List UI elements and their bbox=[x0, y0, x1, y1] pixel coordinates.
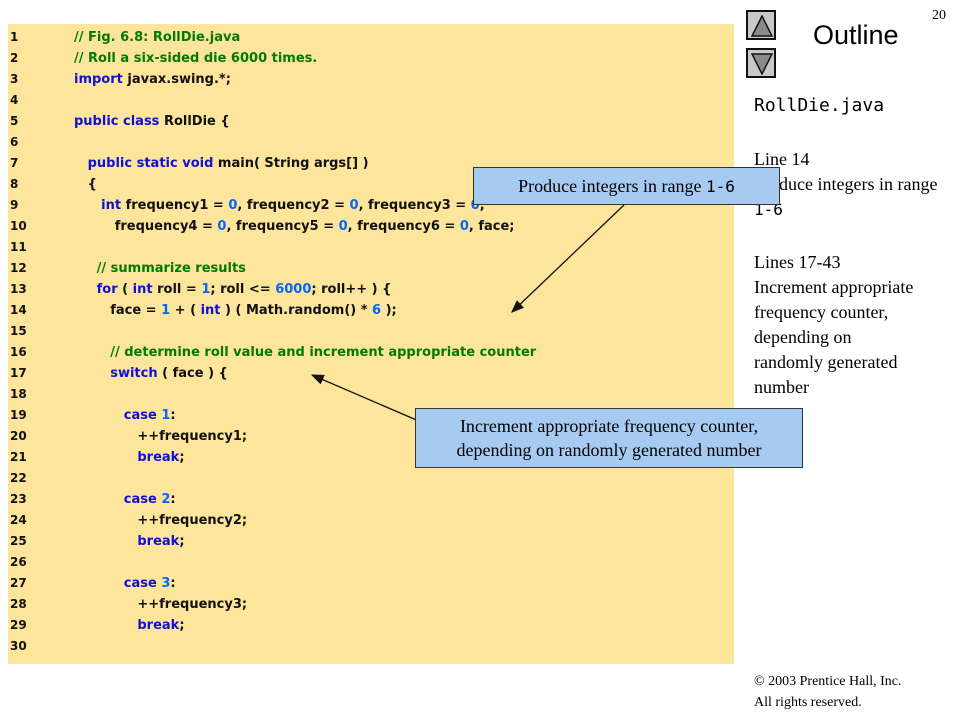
code-text: for ( int roll = 1; roll <= 6000; roll++… bbox=[96, 282, 392, 297]
outline-title: Outline bbox=[813, 20, 899, 50]
outline-note-lines17-43: Lines 17-43 Increment appropriate freque… bbox=[754, 250, 913, 400]
line-number: 28 bbox=[10, 597, 27, 611]
code-text: case 3: bbox=[123, 576, 176, 591]
callout-produce-range: Produce integers in range 1-6 bbox=[473, 167, 780, 205]
code-text: // summarize results bbox=[96, 261, 246, 276]
callout-increment-counter: Increment appropriate frequency counter,… bbox=[415, 408, 803, 468]
line-number: 13 bbox=[10, 282, 27, 296]
code-text: // Fig. 6.8: RollDie.java bbox=[74, 30, 241, 45]
arrow-to-line-17 bbox=[310, 374, 429, 426]
line-number: 5 bbox=[10, 114, 19, 128]
line-number: 27 bbox=[10, 576, 27, 590]
code-text: frequency4 = 0, frequency5 = 0, frequenc… bbox=[74, 219, 515, 234]
line-number: 23 bbox=[10, 492, 27, 506]
code-listing: 1 // Fig. 6.8: RollDie.java 2 // Roll a six… bbox=[8, 24, 734, 664]
previous-slide-button[interactable] bbox=[746, 10, 776, 40]
triangle-up-icon bbox=[751, 15, 773, 37]
line-number: 11 bbox=[10, 240, 27, 254]
arrow-to-line-14 bbox=[511, 204, 625, 313]
code-text: case 1: bbox=[123, 408, 176, 423]
line-number: 6 bbox=[10, 135, 19, 149]
note-text: Increment appropriate bbox=[754, 277, 914, 297]
code-text: ++frequency1; bbox=[74, 429, 248, 444]
line-number: 24 bbox=[10, 513, 27, 527]
line-number: 15 bbox=[10, 324, 27, 338]
note-text: randomly generated bbox=[754, 352, 898, 372]
note-heading: Lines 17-43 bbox=[754, 252, 841, 272]
line-number: 7 bbox=[10, 156, 19, 170]
code-text: ++frequency2; bbox=[74, 513, 248, 528]
line-number: 16 bbox=[10, 345, 27, 359]
code-text: ++frequency3; bbox=[74, 597, 248, 612]
code-text: public static void main( String args[] ) bbox=[87, 156, 369, 171]
line-number: 19 bbox=[10, 408, 27, 422]
line-number: 9 bbox=[10, 198, 19, 212]
triangle-down-icon bbox=[751, 53, 773, 75]
line-number: 26 bbox=[10, 555, 27, 569]
line-number: 17 bbox=[10, 366, 27, 380]
line-number: 4 bbox=[10, 93, 19, 107]
copyright-icon: © bbox=[754, 674, 765, 689]
code-text: int frequency1 = 0, frequency2 = 0, freq… bbox=[101, 198, 485, 213]
line-number: 22 bbox=[10, 471, 27, 485]
code-text: import javax.swing.*; bbox=[74, 72, 231, 87]
slide-number: 20 bbox=[932, 8, 946, 23]
code-text: break; bbox=[137, 618, 185, 633]
code-text: break; bbox=[137, 450, 185, 465]
code-text: face = 1 + ( int ) ( Math.random() * 6 )… bbox=[74, 303, 397, 318]
copyright: © 2003 Prentice Hall, Inc. All rights re… bbox=[754, 674, 902, 710]
note-text: frequency counter, bbox=[754, 302, 889, 322]
line-number: 25 bbox=[10, 534, 27, 548]
outline-file-name: RollDie.java bbox=[754, 95, 885, 116]
code-text: case 2: bbox=[123, 492, 176, 507]
line-number: 10 bbox=[10, 219, 27, 233]
code-text: // determine roll value and increment ap… bbox=[110, 345, 537, 360]
line-number: 21 bbox=[10, 450, 27, 464]
note-text: number bbox=[754, 377, 809, 397]
line-number: 12 bbox=[10, 261, 27, 275]
code-text: { bbox=[74, 177, 97, 192]
line-number: 14 bbox=[10, 303, 27, 317]
line-number: 2 bbox=[10, 51, 19, 65]
outline-note-line14: Line 14 Produce integers in range 1-6 bbox=[754, 147, 937, 222]
note-heading: Line 14 bbox=[754, 149, 810, 169]
line-number: 1 bbox=[10, 30, 19, 44]
line-number: 18 bbox=[10, 387, 27, 401]
code-text: break; bbox=[137, 534, 185, 549]
line-number: 29 bbox=[10, 618, 27, 632]
code-text: // Roll a six-sided die 6000 times. bbox=[74, 51, 318, 66]
code-text: switch ( face ) { bbox=[110, 366, 228, 381]
note-text: depending on bbox=[754, 327, 852, 347]
line-number: 20 bbox=[10, 429, 27, 443]
line-number: 3 bbox=[10, 72, 19, 86]
code-text: public class RollDie { bbox=[74, 114, 230, 129]
line-number: 8 bbox=[10, 177, 19, 191]
line-number: 30 bbox=[10, 639, 27, 653]
note-text: Produce integers in range bbox=[754, 174, 938, 194]
next-slide-button[interactable] bbox=[746, 48, 776, 78]
